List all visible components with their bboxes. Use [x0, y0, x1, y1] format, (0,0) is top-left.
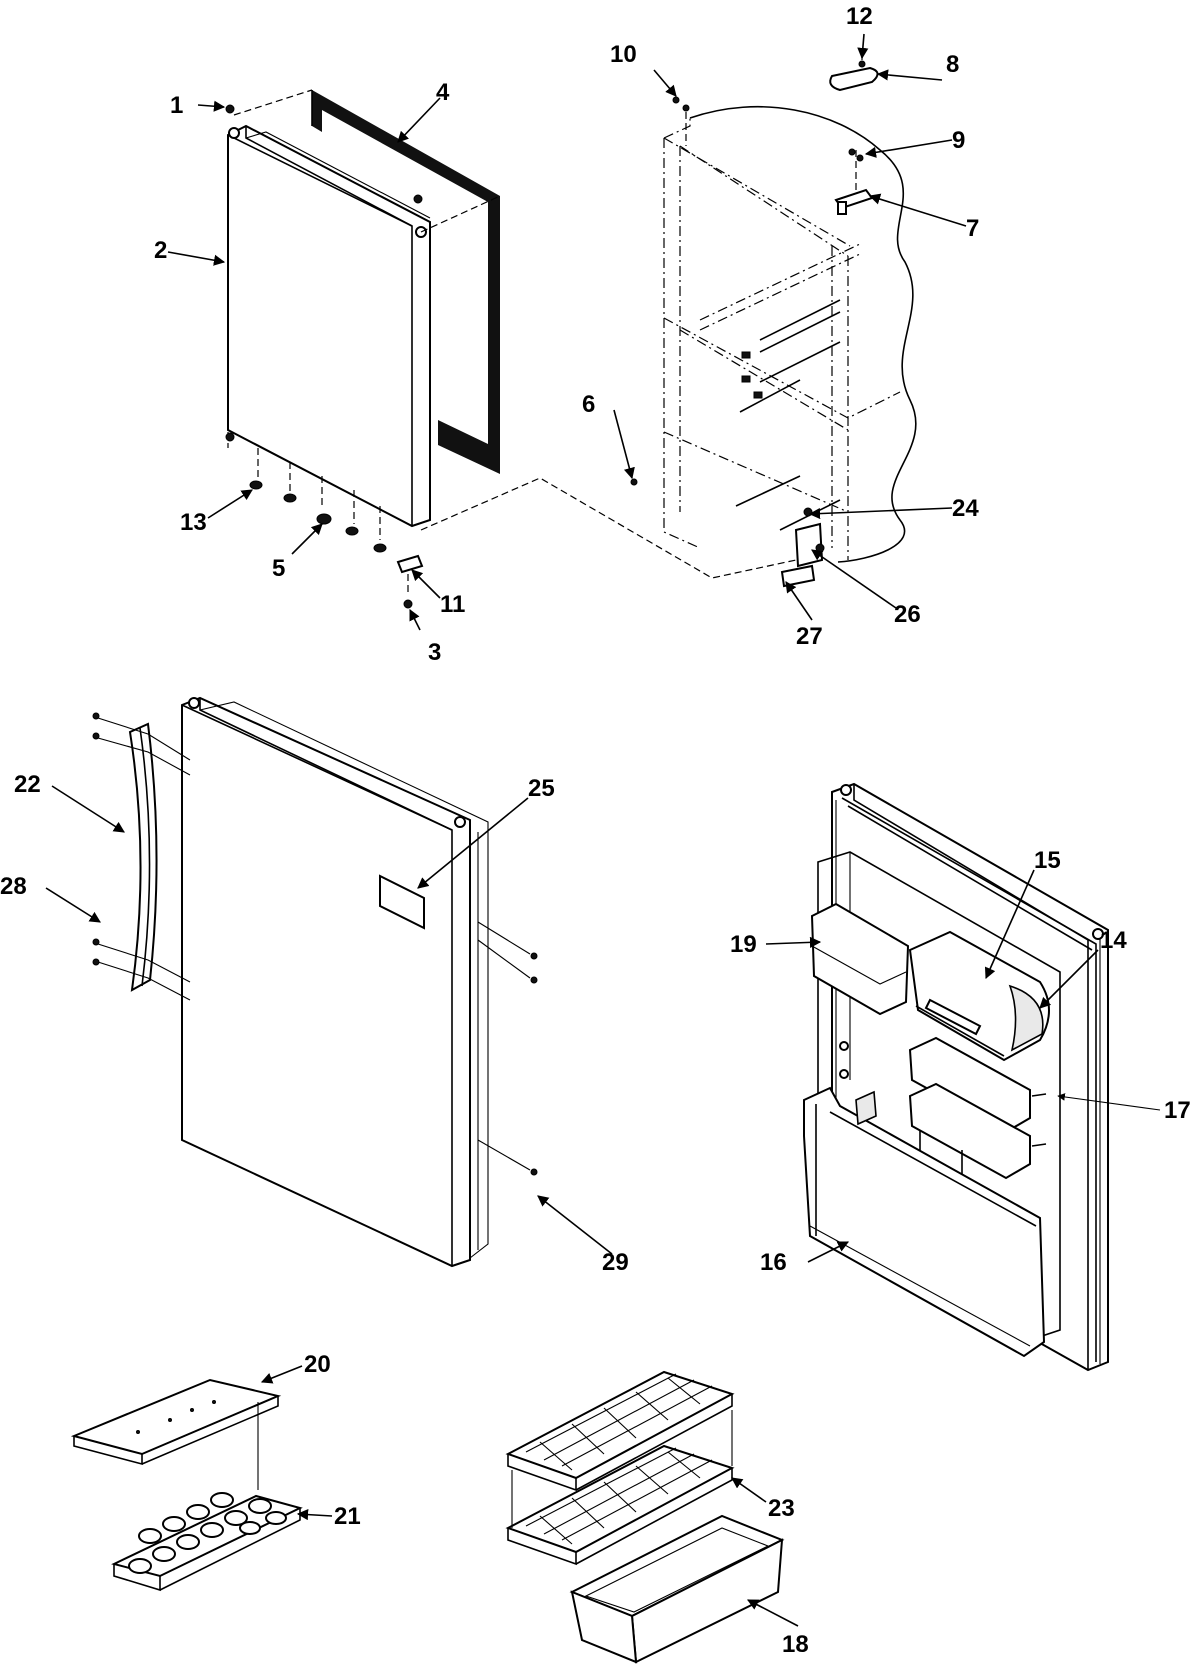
bottom-plugs [249, 448, 387, 553]
callout-5: 5 [272, 555, 285, 582]
lower-middle-bin [908, 1082, 1031, 1180]
gasket-part-4 [311, 90, 500, 474]
callout-18: 18 [782, 1631, 809, 1658]
screw-icon [225, 432, 235, 442]
ice-tray-lower [505, 1444, 735, 1566]
callout-21: 21 [334, 1503, 361, 1530]
dairy-compartment-part-15 [908, 930, 1050, 1062]
leader-lines [45, 33, 1161, 1627]
callout-15: 15 [1034, 847, 1061, 874]
cabinet-cutaway [630, 50, 917, 588]
callout-14: 14 [1100, 927, 1127, 954]
bottom-bin-part-16 [803, 1086, 1046, 1358]
door-panel-part-2 [227, 124, 431, 528]
callout-13: 13 [180, 509, 207, 536]
callout-2: 2 [154, 237, 167, 264]
callout-29: 29 [602, 1249, 629, 1276]
callout-19: 19 [730, 931, 757, 958]
door-outer-panel [181, 696, 489, 1268]
door-with-handle [92, 696, 538, 1268]
callout-12: 12 [846, 3, 873, 30]
callout-22: 22 [14, 771, 41, 798]
screw-icon [413, 194, 423, 204]
egg-tray-assembly [70, 1378, 303, 1592]
callout-26: 26 [894, 601, 921, 628]
callout-9: 9 [952, 127, 965, 154]
callout-24: 24 [952, 495, 979, 522]
inner-door-liner [803, 782, 1109, 1372]
ice-bucket-part-18 [569, 1514, 785, 1664]
label-part-25 [379, 874, 425, 930]
callout-10: 10 [610, 41, 637, 68]
screw-icon [225, 104, 235, 114]
callout-20: 20 [304, 1351, 331, 1378]
ice-tray-upper [505, 1370, 735, 1492]
handle-part-22 [128, 722, 158, 992]
callout-23: 23 [768, 1495, 795, 1522]
top-bin-part-19 [810, 902, 910, 1016]
callout-27: 27 [796, 623, 823, 650]
egg-cover-part-20 [70, 1378, 282, 1456]
cabinet-lower-hinge [780, 507, 825, 588]
callout-8: 8 [946, 51, 959, 78]
freezer-door-assembly [225, 89, 797, 609]
ice-trays-and-bucket [505, 1370, 785, 1664]
middle-bin-part-17 [908, 1036, 1031, 1134]
callout-28: 28 [0, 873, 27, 900]
callout-3: 3 [428, 639, 441, 666]
callout-1: 1 [170, 92, 183, 119]
callout-25: 25 [528, 775, 555, 802]
callout-6: 6 [582, 391, 595, 418]
egg-tray-part-21 [111, 1492, 303, 1592]
callout-11: 11 [440, 591, 465, 618]
callout-4: 4 [436, 79, 450, 106]
callout-labels: 1 2 3 4 5 6 7 8 9 10 11 12 13 14 15 16 1… [0, 3, 1191, 1658]
top-hinge-assembly [672, 50, 879, 215]
callout-7: 7 [966, 215, 979, 242]
lower-hinge-part-11 [396, 554, 424, 609]
callout-16: 16 [760, 1249, 787, 1276]
callout-17: 17 [1164, 1097, 1191, 1124]
